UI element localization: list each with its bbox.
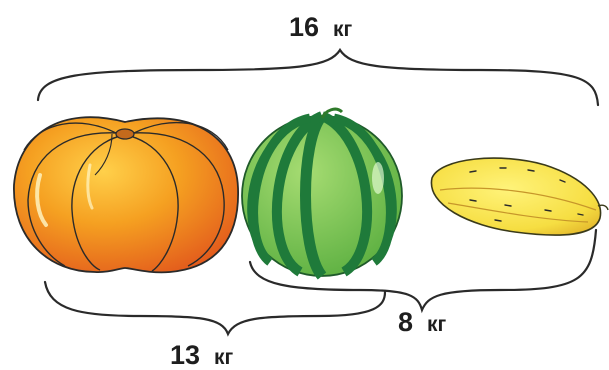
total-brace	[38, 50, 598, 105]
melon-illustration	[431, 158, 608, 235]
pumpkin-watermelon-weight-unit: кг	[214, 346, 233, 369]
watermelon-melon-weight-unit: кг	[427, 313, 446, 336]
watermelon-melon-weight-value: 8	[398, 307, 413, 337]
watermelon-illustration	[242, 109, 402, 276]
total-weight-label: 16 кг	[289, 14, 352, 41]
pumpkin-watermelon-weight-label: 13 кг	[170, 342, 233, 369]
pumpkin-watermelon-weight-value: 13	[170, 340, 200, 370]
total-weight-value: 16	[289, 12, 319, 42]
total-weight-unit: кг	[333, 18, 352, 41]
pumpkin-illustration	[14, 117, 238, 272]
watermelon-melon-weight-label: 8 кг	[398, 309, 446, 336]
